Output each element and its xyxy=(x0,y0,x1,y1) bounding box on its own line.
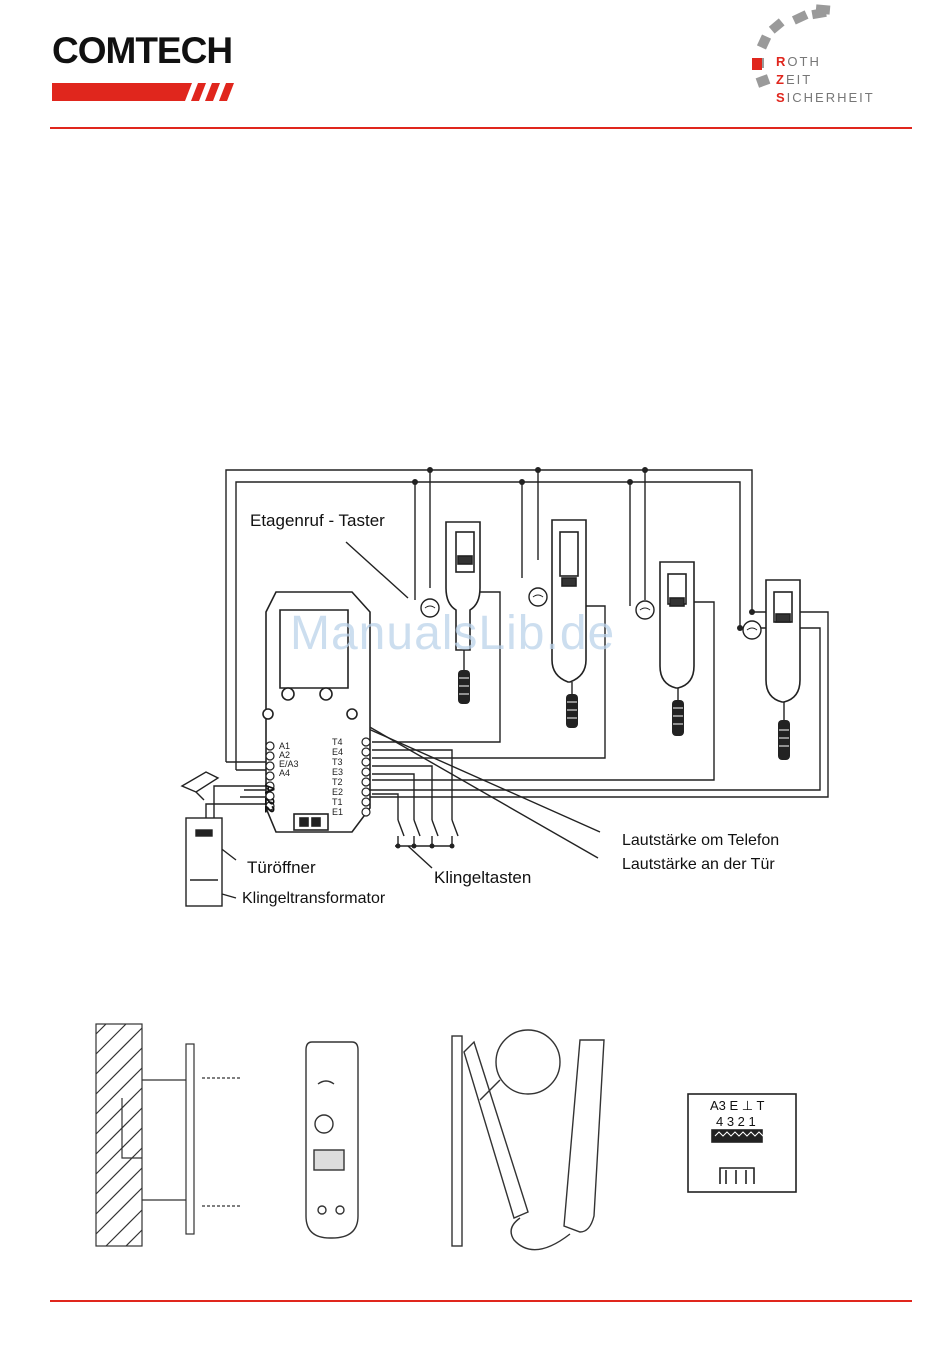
floor-call-button-label: Etagenruf - Taster xyxy=(250,511,385,531)
module-name: A 22 xyxy=(262,784,278,813)
right-terminal-label: E2 xyxy=(332,788,343,797)
right-terminal-label: T2 xyxy=(332,778,343,787)
right-terminal-label: E1 xyxy=(332,808,343,817)
door-opener-label: Türöffner xyxy=(247,858,316,878)
right-terminal-label: T3 xyxy=(332,758,343,767)
watermark: ManualsLib.de xyxy=(290,606,615,661)
bell-transformer-label: Klingeltransformator xyxy=(242,890,385,908)
connector-top-labels: A3 E ⊥ T xyxy=(710,1098,764,1114)
connector-numbers: 4 3 2 1 xyxy=(716,1114,756,1129)
right-terminal-label: E4 xyxy=(332,748,343,757)
right-terminal-label: E3 xyxy=(332,768,343,777)
bell-buttons-label: Klingeltasten xyxy=(434,868,531,888)
volume-phone-label: Lautstärke om Telefon xyxy=(622,832,779,850)
volume-door-label: Lautstärke an der Tür xyxy=(622,856,775,874)
right-terminal-label: T1 xyxy=(332,798,343,807)
right-terminal-label: T4 xyxy=(332,738,343,747)
left-terminal-label: A4 xyxy=(279,769,290,778)
